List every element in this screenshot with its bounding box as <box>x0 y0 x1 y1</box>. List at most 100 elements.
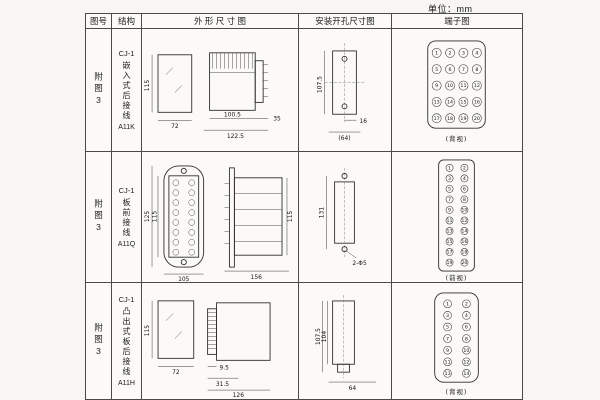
header-fig-no-label: 图号 <box>89 16 107 26</box>
header-terminal: 端子图 <box>392 14 523 29</box>
terminal-circle <box>445 227 454 235</box>
structure-cell-row3: CJ-1 凸出式板后接线 A11H <box>112 283 142 400</box>
terminal-number: 20 <box>461 260 467 266</box>
terminal-number: 17 <box>434 116 440 122</box>
terminal-circle <box>431 47 442 58</box>
terminal-number: 9 <box>448 208 451 214</box>
terminal-number: 17 <box>447 250 453 256</box>
dim-label: 2-Φ5 <box>352 260 367 267</box>
terminal-number: 13 <box>447 229 453 235</box>
terminal-circle <box>443 345 452 355</box>
view-caption: (背视) <box>446 387 468 396</box>
terminal-number: 14 <box>461 229 467 235</box>
install-cell-row2: 131 2-Φ5 <box>299 152 392 283</box>
terminal-number: 18 <box>447 116 453 122</box>
terminal-number: 18 <box>461 250 467 256</box>
view-caption: (背视) <box>446 134 468 143</box>
header-structure: 结构 <box>112 14 142 29</box>
dim-label: 126 <box>233 392 245 399</box>
outline-drawing-row2: 125 115 105 156 115 <box>144 165 294 282</box>
terminal-number: 1 <box>435 50 438 56</box>
terminal-circle <box>445 185 454 193</box>
model-label: CJ-1 <box>118 49 135 58</box>
fig-no-label: 附图3 <box>93 323 104 359</box>
terminal-number: 7 <box>462 67 465 73</box>
structure-label: 凸出式板后接线 <box>122 307 131 377</box>
header-outline-label: 外 形 尺 寸 图 <box>194 16 246 26</box>
terminal-circle <box>445 248 454 256</box>
fig-no-cell-row3: 附图3 <box>86 283 112 400</box>
dim-label: 107.5 <box>315 328 322 345</box>
install-drawing-row2: 131 2-Φ5 <box>319 168 367 267</box>
install-cell-row1: 107.5 16 (64) <box>299 29 392 152</box>
terminal-number: 2 <box>449 50 452 56</box>
terminal-circle <box>445 206 454 214</box>
terminal-number: 11 <box>445 360 451 366</box>
terminal-circle <box>460 185 469 193</box>
terminal-circle <box>472 113 482 124</box>
outline-cell-row2: 125 115 105 156 115 <box>142 152 299 283</box>
terminal-number: 11 <box>460 83 466 89</box>
terminal-number: 15 <box>447 239 453 245</box>
terminal-circle <box>445 258 454 267</box>
terminal-number: 19 <box>447 260 453 266</box>
terminal-circle <box>445 47 455 58</box>
dim-label: 156 <box>251 274 263 281</box>
header-outline: 外 形 尺 寸 图 <box>142 14 299 29</box>
terminal-circle <box>443 369 452 378</box>
terminal-number: 8 <box>463 197 466 203</box>
terminal-number: 1 <box>446 302 449 308</box>
terminal-circle <box>458 64 469 75</box>
terminal-circle <box>462 369 471 378</box>
terminal-number: 9 <box>435 83 438 89</box>
terminal-circle <box>460 216 469 225</box>
terminal-number: 12 <box>474 83 480 89</box>
terminal-number: 10 <box>463 348 469 354</box>
code-label: A11Q <box>117 241 136 248</box>
terminal-circle <box>431 97 442 107</box>
terminal-number: 12 <box>463 360 469 366</box>
header-terminal-label: 端子图 <box>444 16 470 26</box>
terminal-circle <box>445 64 455 75</box>
terminal-number: 13 <box>445 371 451 377</box>
terminal-circle <box>445 113 455 124</box>
terminal-circle <box>443 334 452 343</box>
terminal-number: 12 <box>461 218 467 224</box>
dim-label: 100.5 <box>224 111 241 118</box>
header-install: 安装开孔尺寸图 <box>299 14 392 29</box>
terminal-circle <box>460 206 469 214</box>
terminal-circle <box>458 97 469 107</box>
dim-label: 115 <box>144 80 151 92</box>
terminal-number: 15 <box>460 100 466 106</box>
terminal-circle <box>431 113 442 124</box>
terminal-number: 14 <box>447 100 453 106</box>
terminal-number: 13 <box>434 100 440 106</box>
terminal-number: 4 <box>465 313 468 319</box>
dim-label: 131 <box>319 207 326 219</box>
dim-label: 31.5 <box>216 381 229 388</box>
view-caption: (前视) <box>446 273 468 282</box>
structure-cell-row1: CJ-1 嵌入式后接线 A11K <box>112 29 142 152</box>
dim-label: 9.5 <box>220 364 230 371</box>
terminal-number: 6 <box>465 325 468 331</box>
terminal-circle <box>460 164 469 172</box>
dim-label: 105 <box>178 276 190 282</box>
terminal-circle <box>460 237 469 246</box>
terminal-circle <box>445 174 454 183</box>
dim-label: 107.5 <box>317 76 324 93</box>
terminal-number: 11 <box>447 218 453 224</box>
terminal-number: 5 <box>448 187 451 193</box>
fig-no-label: 附图3 <box>93 72 104 108</box>
dim-label: 125 <box>144 211 151 223</box>
dim-label: 104 <box>321 331 328 343</box>
terminal-circle <box>443 322 452 332</box>
terminal-number: 4 <box>463 176 466 182</box>
terminal-number: 3 <box>446 313 449 319</box>
